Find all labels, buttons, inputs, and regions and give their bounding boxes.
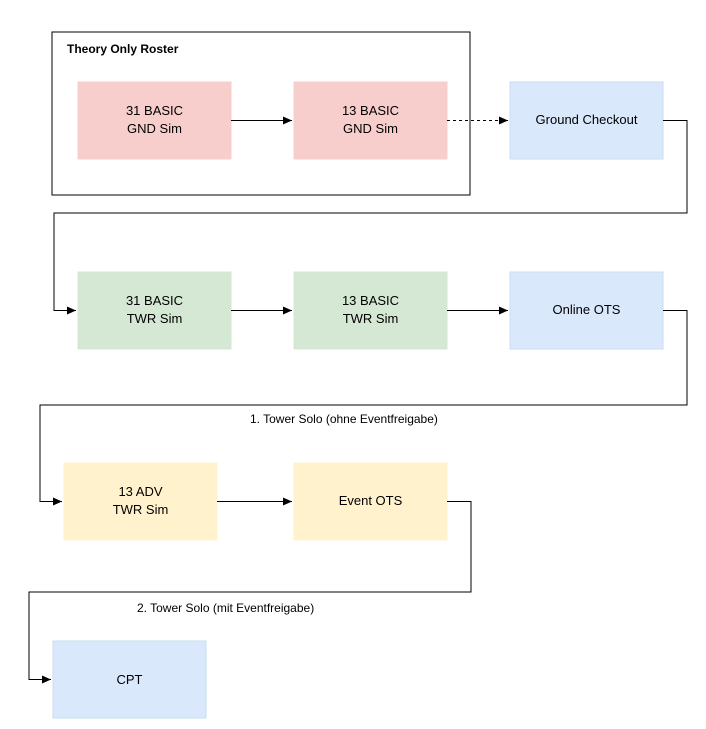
node-line1: 13 BASIC (342, 103, 399, 118)
node-31-basic-twr-sim[interactable]: 31 BASIC TWR Sim (77, 271, 232, 350)
node-13-basic-gnd-sim[interactable]: 13 BASIC GND Sim (293, 81, 448, 160)
node-line1: 31 BASIC (126, 103, 183, 118)
edge-online-ots-to-13adv (39, 310, 688, 506)
node-line2: GND Sim (343, 121, 398, 136)
node-line1: CPT (117, 672, 143, 687)
node-line2: TWR Sim (343, 311, 399, 326)
node-line1: Event OTS (339, 493, 403, 508)
node-13-basic-twr-sim[interactable]: 13 BASIC TWR Sim (293, 271, 448, 350)
edge-ground-checkout-to-31twr (53, 120, 688, 315)
node-line1: 13 BASIC (342, 293, 399, 308)
theory-only-roster-group: Theory Only Roster (51, 31, 471, 196)
node-31-basic-gnd-sim[interactable]: 31 BASIC GND Sim (77, 81, 232, 160)
node-line2: TWR Sim (127, 311, 183, 326)
edge-label-tower-solo-1: 1. Tower Solo (ohne Eventfreigabe) (250, 412, 438, 426)
group-title: Theory Only Roster (67, 42, 179, 56)
node-ground-checkout[interactable]: Ground Checkout (509, 81, 664, 160)
node-event-ots[interactable]: Event OTS (293, 462, 448, 541)
node-line1: Online OTS (553, 302, 621, 317)
edge-event-ots-to-cpt (28, 501, 472, 684)
node-13-adv-twr-sim[interactable]: 13 ADV TWR Sim (63, 462, 218, 541)
node-online-ots[interactable]: Online OTS (509, 271, 664, 350)
node-line1: 13 ADV (118, 484, 162, 499)
node-line1: Ground Checkout (536, 112, 638, 127)
edge-label-tower-solo-2: 2. Tower Solo (mit Eventfreigabe) (137, 601, 314, 615)
node-cpt[interactable]: CPT (52, 640, 207, 719)
node-line2: TWR Sim (113, 502, 169, 517)
node-line2: GND Sim (127, 121, 182, 136)
node-line1: 31 BASIC (126, 293, 183, 308)
